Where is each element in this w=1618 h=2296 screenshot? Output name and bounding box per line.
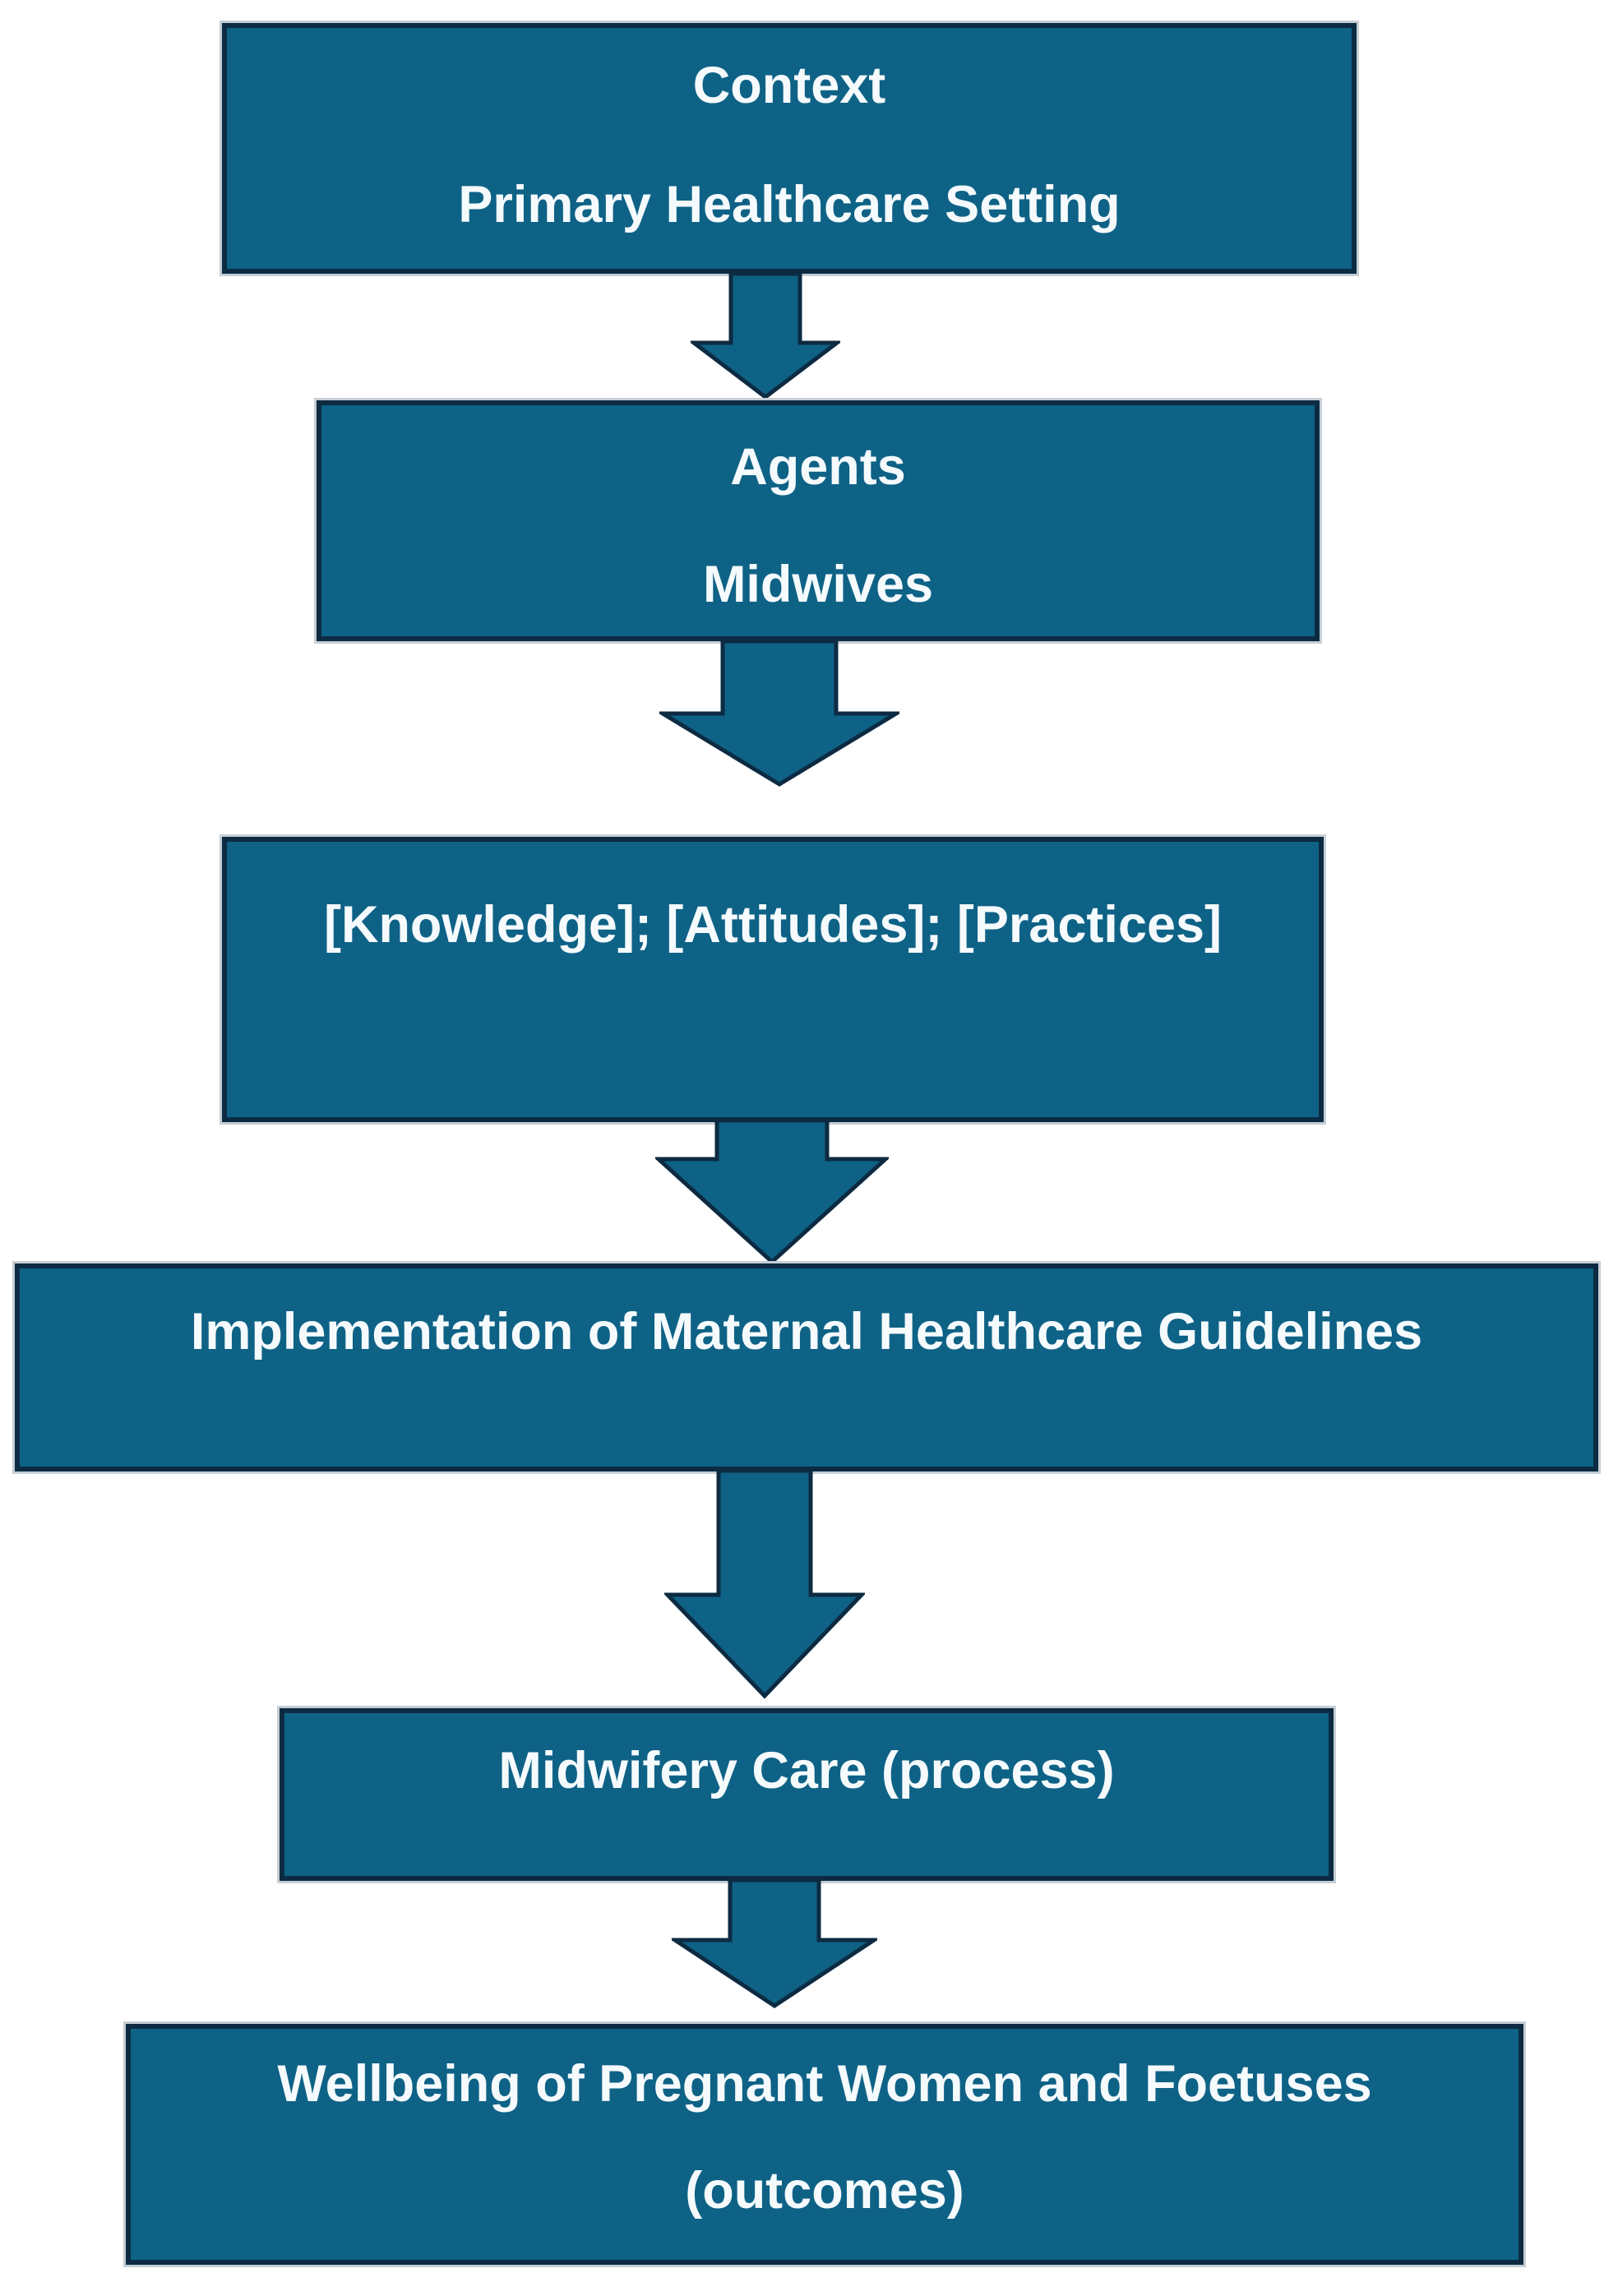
down-arrow-icon — [664, 1468, 865, 1699]
box-agents-line-1: Agents — [730, 438, 906, 496]
box-implementation: Implementation of Maternal Healthcare Gu… — [15, 1263, 1598, 1471]
box-knowledge-attitudes-practices: [Knowledge]; [Attitudes]; [Practices] — [222, 837, 1324, 1122]
box-context-line-1: Context — [692, 57, 886, 114]
box-wellbeing-line-1: Wellbeing of Pregnant Women and Foetuses — [277, 2055, 1372, 2113]
box-context: Context Primary Healthcare Setting — [222, 23, 1357, 274]
box-wellbeing-line-2: (outcomes) — [685, 2162, 964, 2220]
box-kap-line-1: [Knowledge]; [Attitudes]; [Practices] — [323, 896, 1223, 954]
down-arrow-icon — [659, 639, 899, 787]
down-arrow-icon — [655, 1118, 889, 1265]
down-arrow-icon — [691, 271, 840, 400]
box-midwifery-care-line-1: Midwifery Care (process) — [498, 1742, 1115, 1799]
box-context-line-2: Primary Healthcare Setting — [458, 176, 1121, 233]
box-agents-line-2: Midwives — [702, 556, 934, 613]
down-arrow-icon — [672, 1878, 877, 2008]
box-implementation-line-1: Implementation of Maternal Healthcare Gu… — [190, 1303, 1423, 1361]
box-wellbeing: Wellbeing of Pregnant Women and Foetuses… — [126, 2024, 1523, 2265]
box-agents: Agents Midwives — [317, 400, 1320, 641]
box-midwifery-care: Midwifery Care (process) — [280, 1708, 1334, 1881]
